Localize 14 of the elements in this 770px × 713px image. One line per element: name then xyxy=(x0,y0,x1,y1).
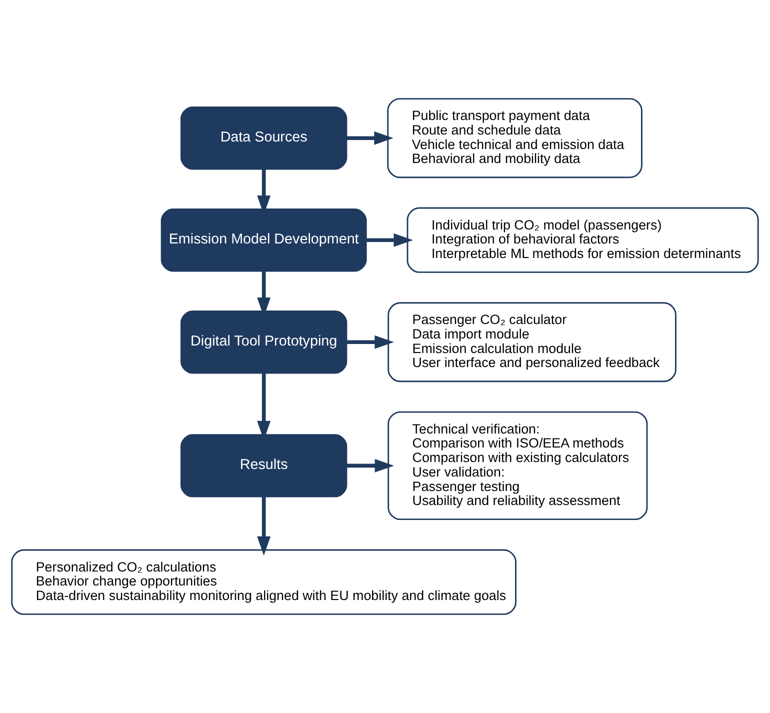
node-box: Personalized CO₂ calculations Behavior change opportunities Data-driven sustainability monitoring aligned with EU mobility and climate goals xyxy=(11,549,516,615)
node-box: Data Sources xyxy=(180,106,348,170)
arrow xyxy=(366,233,413,247)
node-box: Passenger CO₂ calculator Data import module Emission calculation module User interface and personalized feedback xyxy=(388,302,676,382)
node-box: Individual trip CO₂ model (passengers) Integration of behavioral factors Interpretable ML methods for emission determinants xyxy=(406,207,759,273)
arrow xyxy=(257,497,271,556)
node-box: Public transport payment data Route and schedule data Vehicle technical and emission data Behavioral and mobility data xyxy=(387,98,642,178)
node-box: Results xyxy=(180,434,348,498)
node-box: Digital Tool Prototyping xyxy=(180,310,348,374)
arrow xyxy=(346,335,394,349)
node-box: Technical verification: Comparison with ISO/EEA methods Comparison with existing calculators User validation: Passenger testing Usability and reliability assessment xyxy=(388,411,648,520)
arrow xyxy=(346,458,394,472)
arrow xyxy=(346,131,394,145)
node-box: Emission Model Development xyxy=(160,208,367,272)
